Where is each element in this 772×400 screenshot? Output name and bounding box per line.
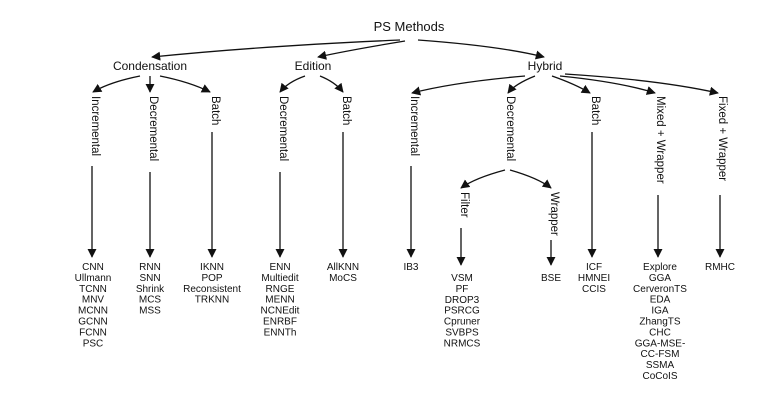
methods-hy-fixed: RMHC: [705, 262, 735, 273]
method-item: SVBPS: [445, 328, 479, 339]
method-item: DROP3: [445, 295, 480, 306]
method-item: CerveronTS: [633, 284, 687, 295]
methods-hy-incremental: IB3: [403, 262, 418, 273]
method-item: PSC: [83, 338, 104, 349]
edge-hy-mixed: [559, 75, 656, 95]
method-item: ZhangTS: [639, 317, 680, 328]
edge-hy-batch: [551, 75, 591, 94]
edge-hy-incremental: [411, 75, 526, 96]
method-item: CCIS: [582, 284, 606, 295]
method-item: TRKNN: [195, 295, 229, 306]
method-item: MNV: [82, 295, 105, 306]
method-item: CNN: [82, 262, 104, 273]
method-item: Ullmann: [75, 273, 112, 284]
method-item: PF: [456, 284, 469, 295]
category-edition: Edition: [295, 59, 332, 73]
method-item: Cpruner: [444, 317, 481, 328]
branch-ed-decremental: Decremental: [277, 96, 289, 161]
method-item: RNN: [139, 262, 161, 273]
method-item: ENRBF: [263, 317, 297, 328]
method-item: CoCoIS: [642, 371, 677, 382]
method-item: MCS: [139, 295, 162, 306]
method-item: VSM: [451, 273, 473, 284]
branch-hy-filter: Filter: [458, 192, 470, 218]
method-item: AllKNN: [327, 262, 359, 273]
method-item: TCNN: [79, 284, 107, 295]
method-item: RMHC: [705, 262, 735, 273]
method-item: MSS: [139, 306, 161, 317]
branch-hy-batch: Batch: [589, 96, 601, 125]
branch-hy-mixed: Mixed + Wrapper: [654, 96, 666, 184]
method-item: ICF: [586, 262, 602, 273]
method-item: IB3: [403, 262, 418, 273]
method-item: EDA: [650, 295, 671, 306]
methods-hy-wrapper: BSE: [541, 273, 561, 284]
branch-hy-fixed: Fixed + Wrapper: [716, 96, 728, 181]
edge-cond-incremental: [92, 75, 141, 93]
edge-hy-dec-filter: [460, 169, 506, 189]
method-item: SNN: [139, 273, 160, 284]
method-item: MENN: [265, 295, 294, 306]
method-item: ENNTh: [264, 327, 297, 338]
edge-root-hybrid: [417, 39, 545, 60]
edge-root-condensation: [151, 39, 401, 61]
branch-hy-decremental: Decremental: [504, 96, 516, 161]
method-item: Shrink: [136, 284, 165, 295]
method-item: GCNN: [78, 317, 107, 328]
method-item: MCNN: [78, 306, 108, 317]
branch-cond-decremental: Decremental: [147, 96, 159, 161]
method-item: CC-FSM: [641, 349, 680, 360]
edge-hy-dec-wrapper: [509, 169, 552, 189]
branch-cond-incremental: Incremental: [89, 96, 101, 156]
edge-root-edition: [317, 40, 406, 60]
method-item: SSMA: [646, 360, 675, 371]
root-label: PS Methods: [374, 19, 445, 34]
edge-ed-batch: [319, 75, 344, 93]
branch-hy-incremental: Incremental: [408, 96, 420, 156]
edge-hy-fixed: [564, 73, 719, 96]
method-item: POP: [201, 273, 222, 284]
method-item: NCNEdit: [261, 306, 300, 317]
edge-hy-decremental: [507, 75, 536, 94]
edge-cond-batch: [159, 75, 211, 93]
category-condensation: Condensation: [113, 59, 187, 73]
method-item: Multiedit: [261, 273, 298, 284]
method-item: RNGE: [266, 284, 295, 295]
branch-hy-wrapper: Wrapper: [548, 192, 560, 236]
method-item: PSRCG: [444, 306, 480, 317]
category-hybrid: Hybrid: [528, 59, 563, 73]
method-item: NRMCS: [444, 338, 481, 349]
method-item: BSE: [541, 273, 561, 284]
method-item: HMNEI: [578, 273, 610, 284]
method-item: Reconsistent: [183, 284, 241, 295]
method-item: IGA: [651, 306, 669, 317]
edge-ed-decremental: [279, 75, 306, 93]
branch-ed-batch: Batch: [340, 96, 352, 125]
method-item: ENN: [269, 262, 290, 273]
method-item: MoCS: [329, 273, 357, 284]
method-item: FCNN: [79, 327, 107, 338]
method-item: CHC: [649, 327, 671, 338]
branch-cond-batch: Batch: [209, 96, 221, 125]
method-item: GGA-MSE-: [635, 338, 686, 349]
method-item: IKNN: [200, 262, 224, 273]
method-item: Explore: [643, 262, 677, 273]
method-item: GGA: [649, 273, 672, 284]
